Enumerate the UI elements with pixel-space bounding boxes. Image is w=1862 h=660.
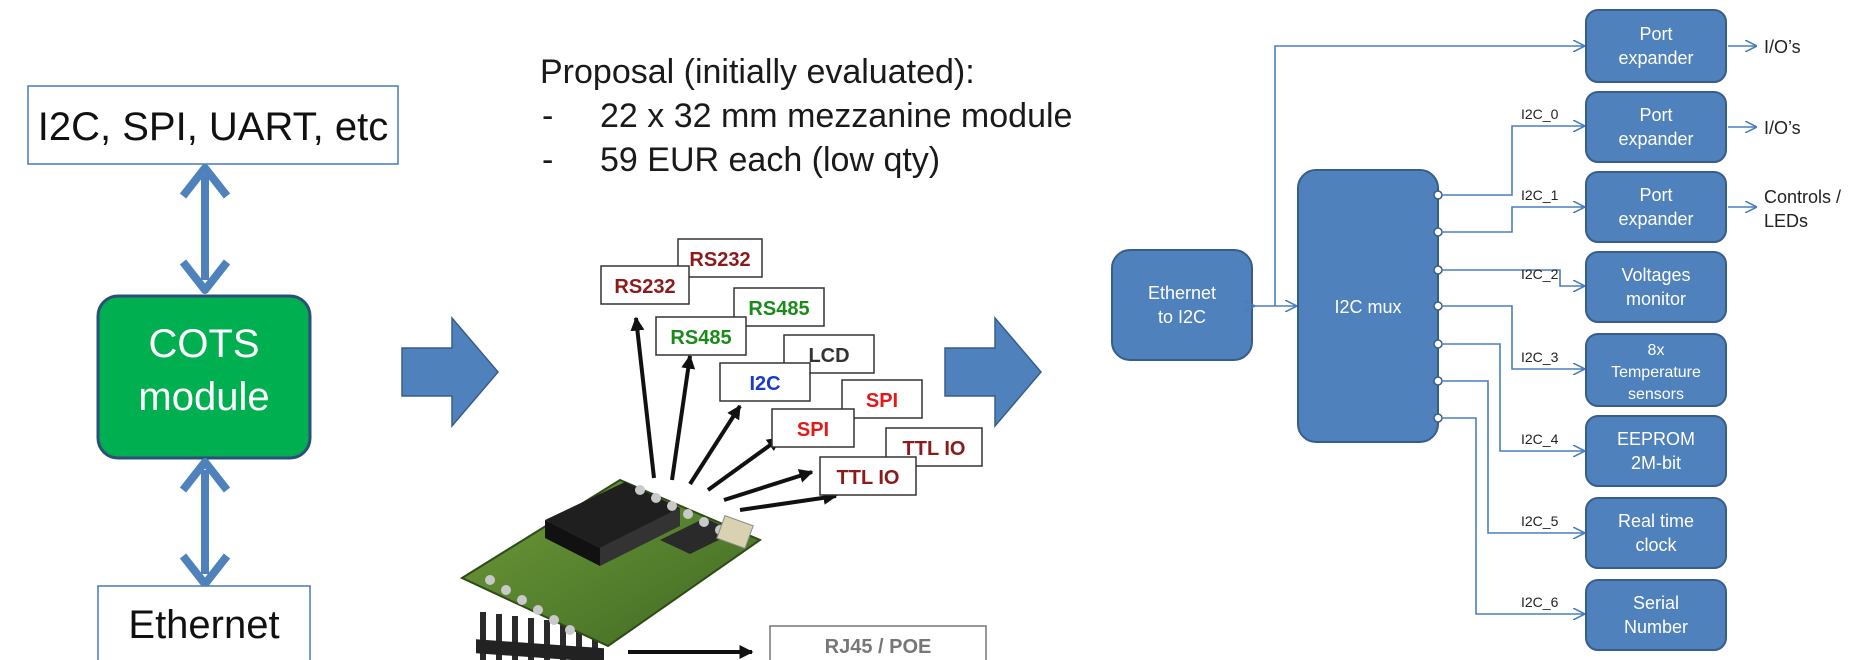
bus-label-i2c3: I2C_3 — [1521, 349, 1559, 365]
output-leds: LEDs — [1764, 211, 1808, 231]
bus-label-i2c4: I2C_4 — [1521, 431, 1559, 447]
svg-text:EEPROM: EEPROM — [1617, 429, 1695, 449]
svg-text:Port: Port — [1639, 185, 1672, 205]
svg-text:8x: 8x — [1648, 342, 1665, 359]
svg-text:expander: expander — [1618, 48, 1693, 68]
svg-text:Port: Port — [1639, 105, 1672, 125]
output-arrows — [1728, 46, 1756, 207]
svg-text:Temperature: Temperature — [1611, 364, 1701, 381]
target-eeprom: EEPROM 2M-bit — [1585, 415, 1727, 487]
interfaces-label: I2C, SPI, UART, etc — [38, 105, 389, 149]
ethernet-box — [97, 585, 311, 660]
bus-label-i2c2: I2C_2 — [1521, 266, 1559, 282]
bus-label-i2c0: I2C_0 — [1521, 106, 1559, 122]
ethernet-to-i2c-line2: to I2C — [1158, 307, 1206, 327]
ethernet-label: Ethernet — [128, 603, 279, 647]
label-i2c: I2C — [749, 373, 780, 395]
label-ttlio-back: TTL IO — [903, 438, 966, 460]
photo-labels: RS232 RS232 RS485 RS485 LCD I2C SPI SPI … — [600, 238, 987, 660]
output-io-0: I/O’s — [1764, 37, 1801, 57]
label-rs232-back: RS232 — [689, 249, 750, 271]
proposal-text: Proposal (initially evaluated): -22 x 32… — [540, 50, 1100, 182]
label-ttlio-front: TTL IO — [837, 467, 900, 489]
target-real-time-clock: Real time clock — [1585, 497, 1727, 569]
interfaces-box — [27, 85, 399, 165]
svg-text:Port: Port — [1639, 24, 1672, 44]
svg-text:Serial: Serial — [1633, 593, 1679, 613]
label-rs232-front: RS232 — [614, 276, 675, 298]
proposal-bullet-1: -22 x 32 mm mezzanine module — [542, 97, 1073, 135]
cots-module-label-line2: module — [138, 375, 269, 419]
module-photo — [459, 478, 763, 660]
cots-module-label-line1: COTS — [148, 322, 259, 366]
output-controls: Controls / — [1764, 187, 1841, 207]
label-spi-back: SPI — [866, 390, 898, 412]
svg-text:Real time: Real time — [1618, 511, 1694, 531]
i2c-mux-label: I2C mux — [1334, 297, 1401, 317]
svg-text:expander: expander — [1618, 209, 1693, 229]
mux-ports — [1433, 190, 1443, 423]
label-rs485-back: RS485 — [748, 298, 809, 320]
target-voltages-monitor: Voltages monitor — [1585, 251, 1727, 323]
svg-text:2M-bit: 2M-bit — [1631, 453, 1681, 473]
proposal-bullet-2: -59 EUR each (low qty) — [542, 141, 941, 179]
target-port-expander-1: Port expander — [1585, 91, 1727, 163]
svg-text:expander: expander — [1618, 129, 1693, 149]
label-rs485-front: RS485 — [670, 327, 731, 349]
bus-wires — [1442, 126, 1584, 614]
svg-text:Number: Number — [1624, 617, 1688, 637]
label-spi-front: SPI — [797, 419, 829, 441]
svg-text:sensors: sensors — [1628, 386, 1684, 403]
ethernet-to-i2c-box — [1111, 249, 1253, 361]
target-temperature-sensors: 8x Temperature sensors — [1585, 333, 1727, 407]
output-io-1: I/O’s — [1764, 118, 1801, 138]
signal-arrows — [628, 316, 838, 659]
label-rj45: RJ45 / POE — [825, 636, 932, 658]
svg-text:clock: clock — [1635, 535, 1677, 555]
target-serial-number: Serial Number — [1585, 579, 1727, 651]
flow-arrow-1 — [401, 315, 499, 429]
bus-label-i2c1: I2C_1 — [1521, 187, 1559, 203]
direct-bus-line — [1274, 46, 1584, 306]
cots-module-box — [96, 294, 312, 460]
lower-double-arrow — [179, 458, 231, 588]
block-diagram: Ethernet to I2C I2C mux I2C_0 I2C_1 I2 — [1111, 9, 1841, 651]
flow-arrow-2 — [944, 315, 1042, 429]
svg-text:Voltages: Voltages — [1621, 265, 1690, 285]
target-port-expander-0: Port expander — [1585, 9, 1727, 83]
target-port-expander-2: Port expander — [1585, 171, 1727, 243]
proposal-heading: Proposal (initially evaluated): — [540, 53, 975, 91]
svg-text:monitor: monitor — [1626, 289, 1686, 309]
upper-double-arrow — [179, 164, 231, 294]
label-lcd: LCD — [808, 345, 849, 367]
bus-label-i2c6: I2C_6 — [1521, 594, 1559, 610]
ethernet-to-i2c-line1: Ethernet — [1148, 283, 1216, 303]
bus-label-i2c5: I2C_5 — [1521, 513, 1559, 529]
